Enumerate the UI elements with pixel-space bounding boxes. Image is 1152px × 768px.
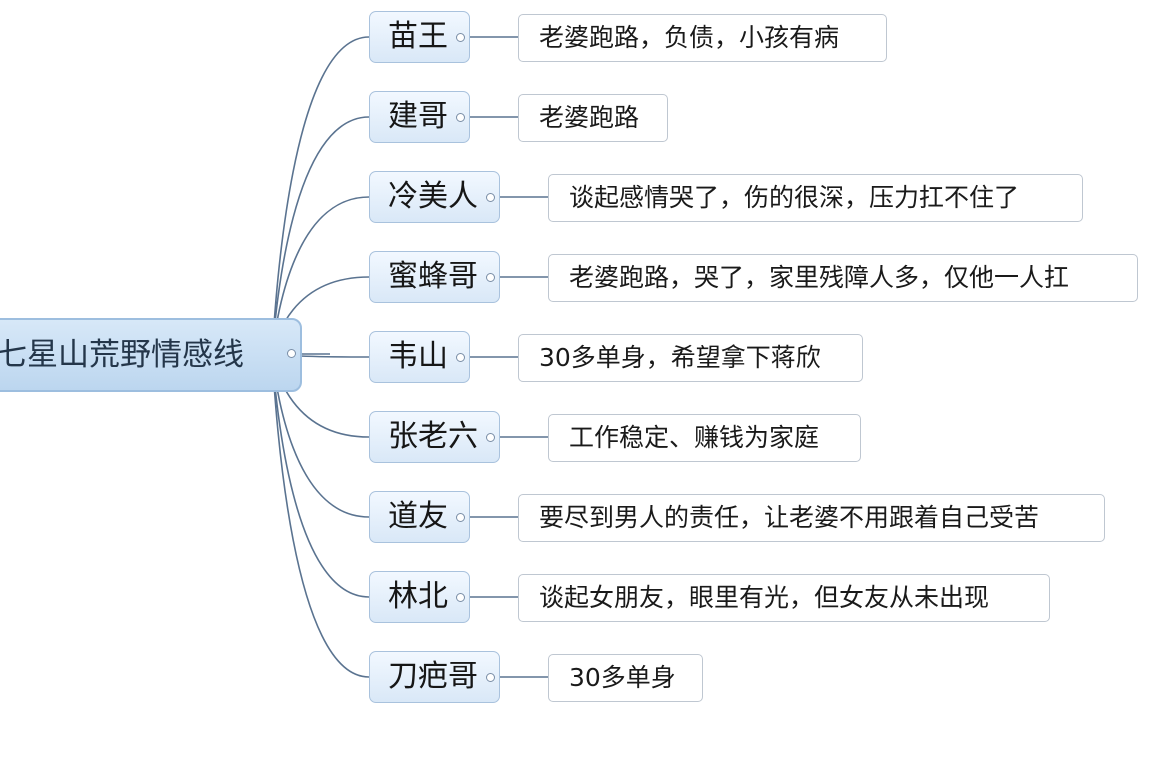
branch-collapse-handle[interactable]	[486, 273, 495, 282]
branch-collapse-handle[interactable]	[456, 113, 465, 122]
branch-note[interactable]: 老婆跑路，哭了，家里残障人多，仅他一人扛	[548, 254, 1138, 302]
branch-topic-jiange[interactable]: 建哥	[369, 91, 470, 143]
branch-collapse-handle[interactable]	[486, 193, 495, 202]
root-collapse-handle[interactable]	[287, 349, 296, 358]
branch-note[interactable]: 老婆跑路	[518, 94, 668, 142]
branch-topic-miaowang[interactable]: 苗王	[369, 11, 470, 63]
branch-collapse-handle[interactable]	[486, 673, 495, 682]
branch-topic-zhanglaoliu[interactable]: 张老六	[369, 411, 500, 463]
branch-note[interactable]: 工作稳定、赚钱为家庭	[548, 414, 861, 462]
branch-topic-linbei[interactable]: 林北	[369, 571, 470, 623]
root-topic[interactable]: 七星山荒野情感线	[0, 318, 302, 392]
branch-note[interactable]: 谈起感情哭了，伤的很深，压力扛不住了	[548, 174, 1083, 222]
branch-collapse-handle[interactable]	[456, 513, 465, 522]
branch-collapse-handle[interactable]	[456, 33, 465, 42]
branch-note[interactable]: 老婆跑路，负债，小孩有病	[518, 14, 887, 62]
branch-topic-weishan[interactable]: 韦山	[369, 331, 470, 383]
branch-collapse-handle[interactable]	[456, 593, 465, 602]
branch-topic-mifengge[interactable]: 蜜蜂哥	[369, 251, 500, 303]
branch-connector-curve	[271, 36, 370, 355]
branch-topic-daoyou[interactable]: 道友	[369, 491, 470, 543]
branch-topic-lengmeiren[interactable]: 冷美人	[369, 171, 500, 223]
branch-note[interactable]: 谈起女朋友，眼里有光，但女友从未出现	[518, 574, 1050, 622]
branch-topic-daobage[interactable]: 刀疤哥	[369, 651, 500, 703]
branch-note[interactable]: 要尽到男人的责任，让老婆不用跟着自己受苦	[518, 494, 1105, 542]
branch-collapse-handle[interactable]	[486, 433, 495, 442]
branch-note[interactable]: 30多单身，希望拿下蒋欣	[518, 334, 863, 382]
branch-collapse-handle[interactable]	[456, 353, 465, 362]
branch-note[interactable]: 30多单身	[548, 654, 703, 702]
